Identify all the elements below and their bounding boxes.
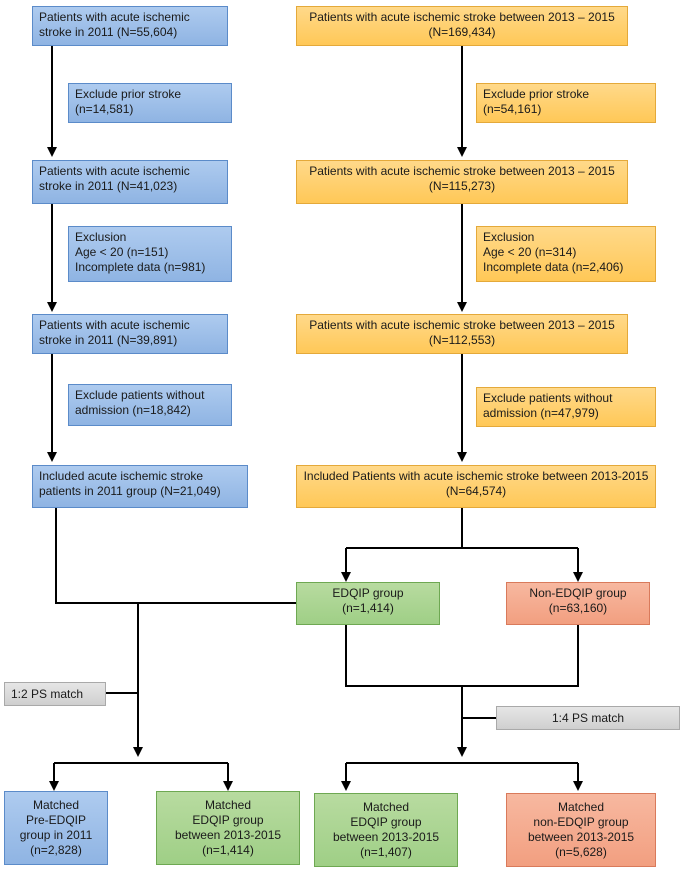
- left-exclusion-box: Exclusion Age < 20 (n=151) Incomplete da…: [68, 226, 232, 282]
- ps-match-1-4-label: 1:4 PS match: [496, 706, 680, 730]
- right-step2-box: Patients with acute ischemic stroke betw…: [296, 160, 628, 204]
- left-included-box: Included acute ischemic stroke patients …: [32, 465, 248, 508]
- right-exclusion-box: Exclusion Age < 20 (n=314) Incomplete da…: [476, 226, 656, 282]
- right-step3-box: Patients with acute ischemic stroke betw…: [296, 314, 628, 354]
- edqip-down: [345, 625, 579, 687]
- matched-edqip-right-box: Matched EDQIP group between 2013-2015 (n…: [314, 793, 458, 867]
- right-included-box: Included Patients with acute ischemic st…: [296, 465, 656, 508]
- right-exclude-admission-box: Exclude patients without admission (n=47…: [476, 387, 656, 427]
- matched-edqip-left-box: Matched EDQIP group between 2013-2015 (n…: [156, 791, 300, 865]
- right-start-box: Patients with acute ischemic stroke betw…: [296, 6, 628, 46]
- non-edqip-group-box: Non-EDQIP group (n=63,160): [506, 582, 650, 625]
- left-exclude-admission-box: Exclude patients without admission (n=18…: [68, 384, 232, 426]
- matched-non-edqip-box: Matched non-EDQIP group between 2013-201…: [506, 793, 656, 867]
- left-start-box: Patients with acute ischemic stroke in 2…: [32, 6, 228, 46]
- left-step2-box: Patients with acute ischemic stroke in 2…: [32, 160, 228, 204]
- matched-pre-edqip-box: Matched Pre-EDQIP group in 2011 (n=2,828…: [4, 791, 108, 865]
- edqip-group-box: EDQIP group (n=1,414): [296, 582, 440, 625]
- left-group-line: [55, 508, 296, 604]
- left-exclude-prior-box: Exclude prior stroke (n=14,581): [68, 83, 232, 123]
- left-step3-box: Patients with acute ischemic stroke in 2…: [32, 314, 228, 354]
- ps-match-1-2-label: 1:2 PS match: [4, 682, 106, 706]
- right-exclude-prior-box: Exclude prior stroke (n=54,161): [476, 83, 656, 123]
